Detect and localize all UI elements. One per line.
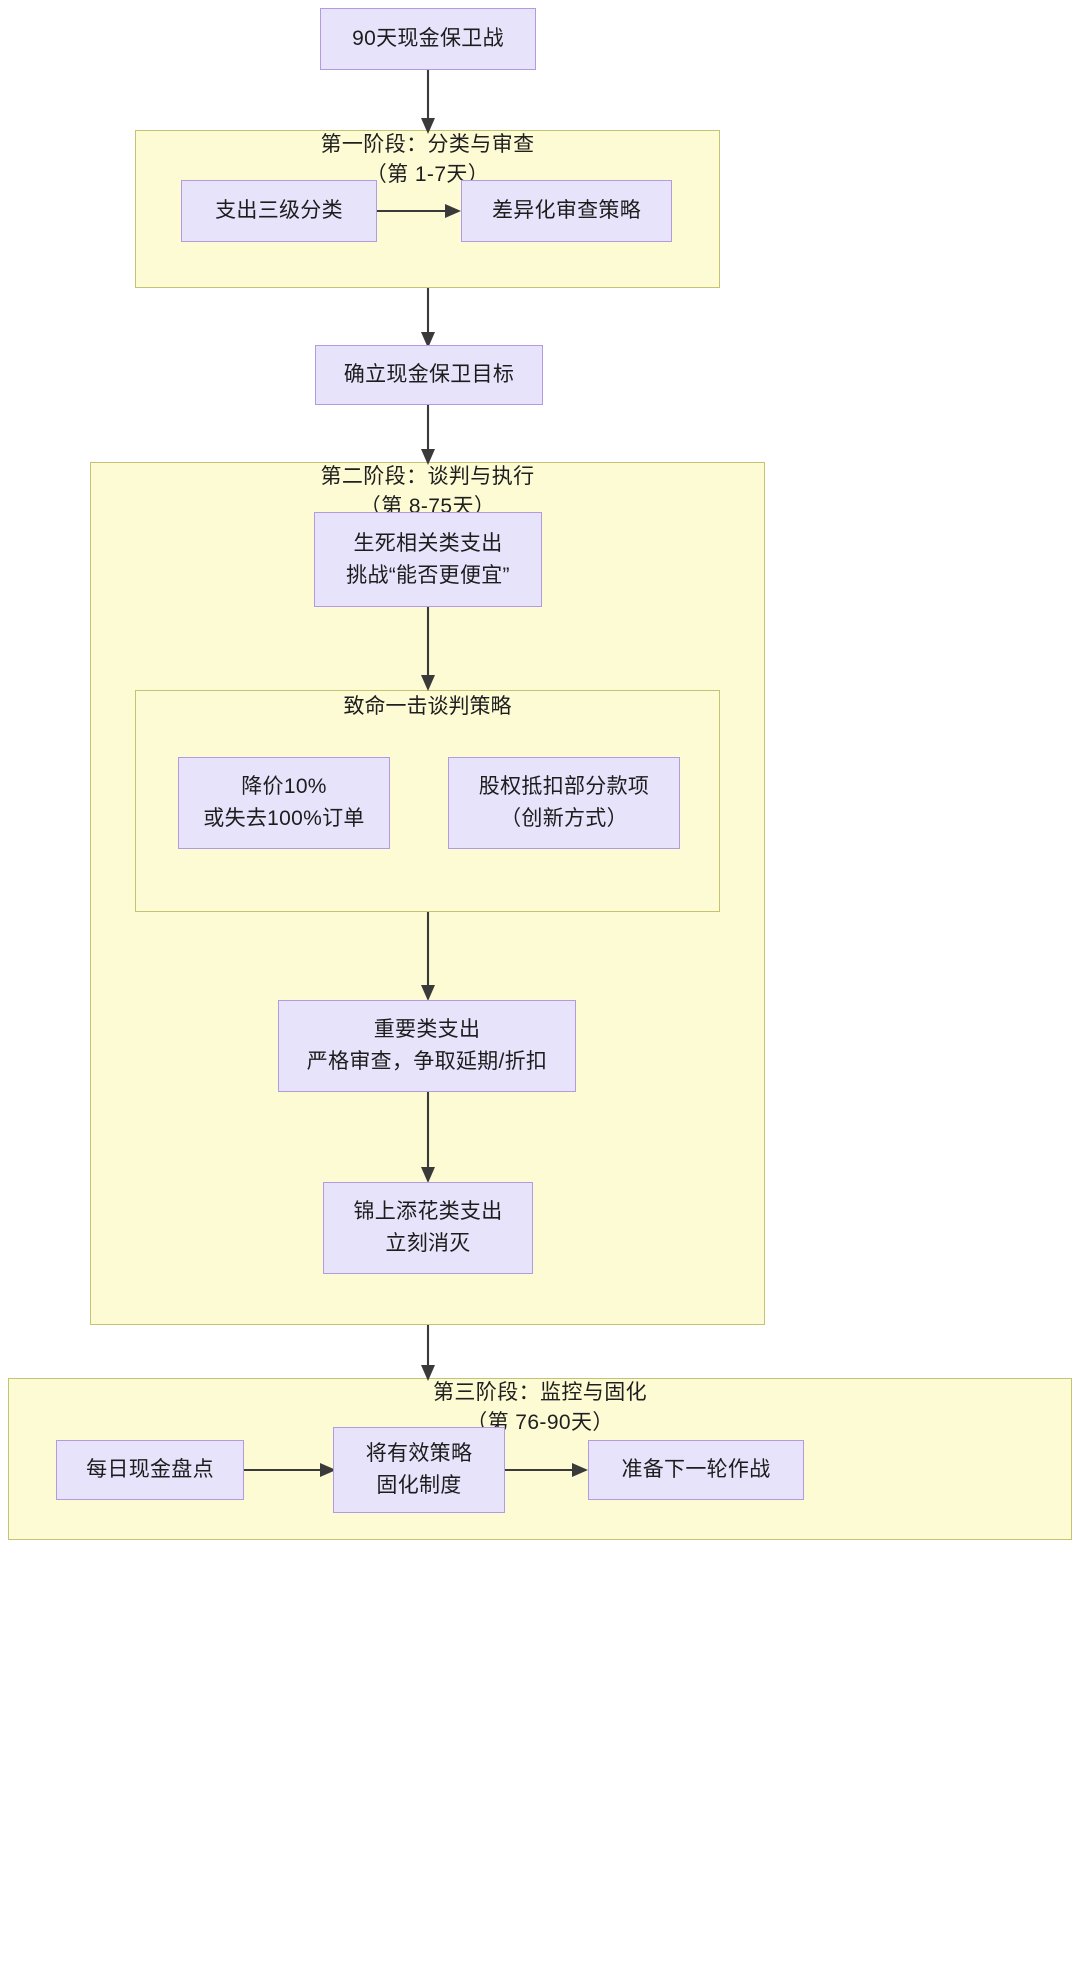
node-p2n3-line2: 立刻消灭 — [385, 1232, 471, 1255]
node-expense-three-tier-classification[interactable]: 支出三级分类 — [181, 180, 377, 242]
node-p1n1-label: 支出三级分类 — [215, 199, 343, 223]
arrowhead-phase1-to-mid1 — [421, 332, 435, 348]
node-root[interactable]: 90天现金保卫战 — [320, 8, 536, 70]
node-p3n2-line2: 固化制度 — [376, 1474, 462, 1497]
node-life-critical-expense[interactable]: 生死相关类支出 挑战“能否更便宜” — [314, 512, 542, 607]
arrowhead-p1n1-to-p1n2 — [445, 204, 461, 218]
node-p2n1-line2: 挑战“能否更便宜” — [346, 563, 510, 587]
arrowhead-mid1-to-phase2 — [421, 449, 435, 465]
node-s1-line1: 降价10% — [241, 775, 327, 799]
arrowhead-p2n2-to-p2n3 — [421, 1167, 435, 1183]
node-prepare-next-round[interactable]: 准备下一轮作战 — [588, 1440, 804, 1500]
node-s2-line1: 股权抵扣部分款项 — [478, 775, 650, 799]
node-p3n2-line1: 将有效策略 — [365, 1442, 473, 1466]
node-equity-offset-payment[interactable]: 股权抵扣部分款项 （创新方式） — [448, 757, 680, 849]
node-establish-cash-defense-goal[interactable]: 确立现金保卫目标 — [315, 345, 543, 405]
arrowhead-p3n2-to-p3n3 — [572, 1463, 588, 1477]
node-mid1-label: 确立现金保卫目标 — [343, 363, 515, 387]
node-price-cut-or-lose-order[interactable]: 降价10% 或失去100%订单 — [178, 757, 390, 849]
node-p2n2-line2: 严格审查，争取延期/折扣 — [306, 1050, 548, 1073]
node-p3n1-label: 每日现金盘点 — [86, 1458, 214, 1482]
arrowhead-strategy-to-p2n2 — [421, 985, 435, 1001]
node-root-label: 90天现金保卫战 — [352, 27, 504, 51]
node-important-expense[interactable]: 重要类支出 严格审查，争取延期/折扣 — [278, 1000, 576, 1092]
node-p2n3-line1: 锦上添花类支出 — [353, 1200, 503, 1224]
node-s1-line2: 或失去100%订单 — [203, 807, 365, 830]
arrowhead-phase2-to-phase3 — [421, 1365, 435, 1381]
node-s2-line2: （创新方式） — [500, 807, 628, 830]
node-daily-cash-count[interactable]: 每日现金盘点 — [56, 1440, 244, 1500]
arrowhead-p2n1-to-strategy — [421, 675, 435, 691]
node-p3n3-label: 准备下一轮作战 — [621, 1458, 771, 1482]
node-p2n2-line1: 重要类支出 — [373, 1018, 481, 1042]
node-p2n1-line1: 生死相关类支出 — [353, 531, 503, 555]
node-institutionalize-strategy[interactable]: 将有效策略 固化制度 — [333, 1427, 505, 1513]
node-nice-to-have-expense[interactable]: 锦上添花类支出 立刻消灭 — [323, 1182, 533, 1274]
arrowhead-root-to-phase1 — [421, 118, 435, 134]
arrowhead-p3n1-to-p3n2 — [320, 1463, 336, 1477]
node-p1n2-label: 差异化审查策略 — [491, 199, 642, 223]
node-differentiated-review-strategy[interactable]: 差异化审查策略 — [461, 180, 672, 242]
